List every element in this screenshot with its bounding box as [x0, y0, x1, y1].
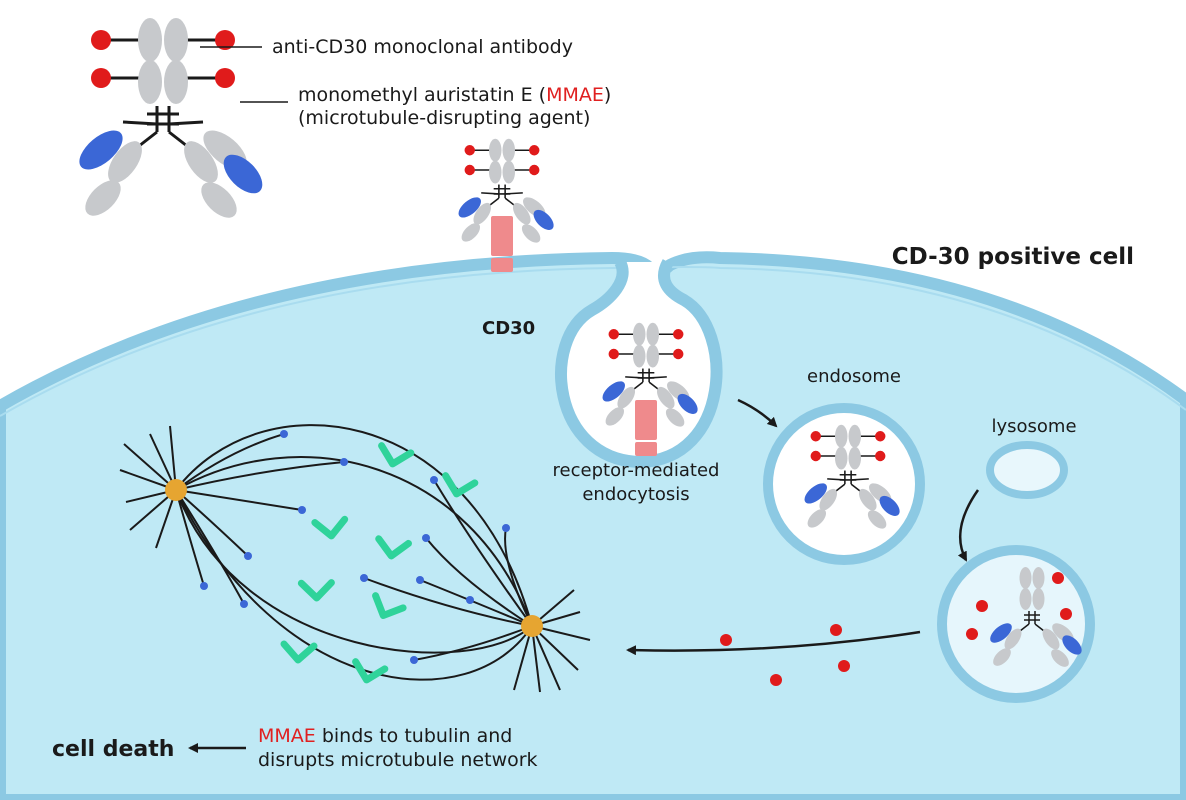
- microtubule-tips: [200, 430, 510, 664]
- arrow-mmae-release: [626, 630, 921, 656]
- endocytosis-label-line2: endocytosis: [582, 484, 689, 505]
- legend-adc-icon: [71, 16, 271, 226]
- mmae-effect-line1: MMAE binds to tubulin and: [258, 725, 512, 747]
- released-mmae-in-lysosome: [966, 572, 1072, 640]
- endosome-label: endosome: [807, 366, 901, 387]
- centrosome-right: [521, 615, 543, 637]
- free-mmae-cytoplasm: [720, 624, 850, 686]
- legend-antibody-label: anti-CD30 monoclonal antibody: [272, 36, 573, 58]
- legend-drug-sublabel: (microtubule-disrupting agent): [298, 107, 590, 129]
- cell-title: CD-30 positive cell: [892, 244, 1134, 270]
- lysosome: [986, 441, 1068, 499]
- endolysosome: [937, 545, 1095, 703]
- receptor-label: CD30: [482, 318, 535, 339]
- arrow-to-lysosome-fusion: [957, 489, 980, 562]
- arrow-to-endosome: [737, 398, 778, 428]
- cell-death-label: cell death: [52, 737, 174, 762]
- lysosome-label: lysosome: [991, 416, 1076, 437]
- centrosome-left: [165, 479, 187, 501]
- cd30-receptor-icon: [491, 216, 513, 272]
- mmae-effect-line2: disrupts microtubule network: [258, 749, 538, 771]
- cd30-internalized-icon: [635, 400, 657, 456]
- legend-drug-label: monomethyl auristatin E (MMAE): [298, 84, 611, 106]
- endocytosis-label-line1: receptor-mediated: [553, 460, 720, 481]
